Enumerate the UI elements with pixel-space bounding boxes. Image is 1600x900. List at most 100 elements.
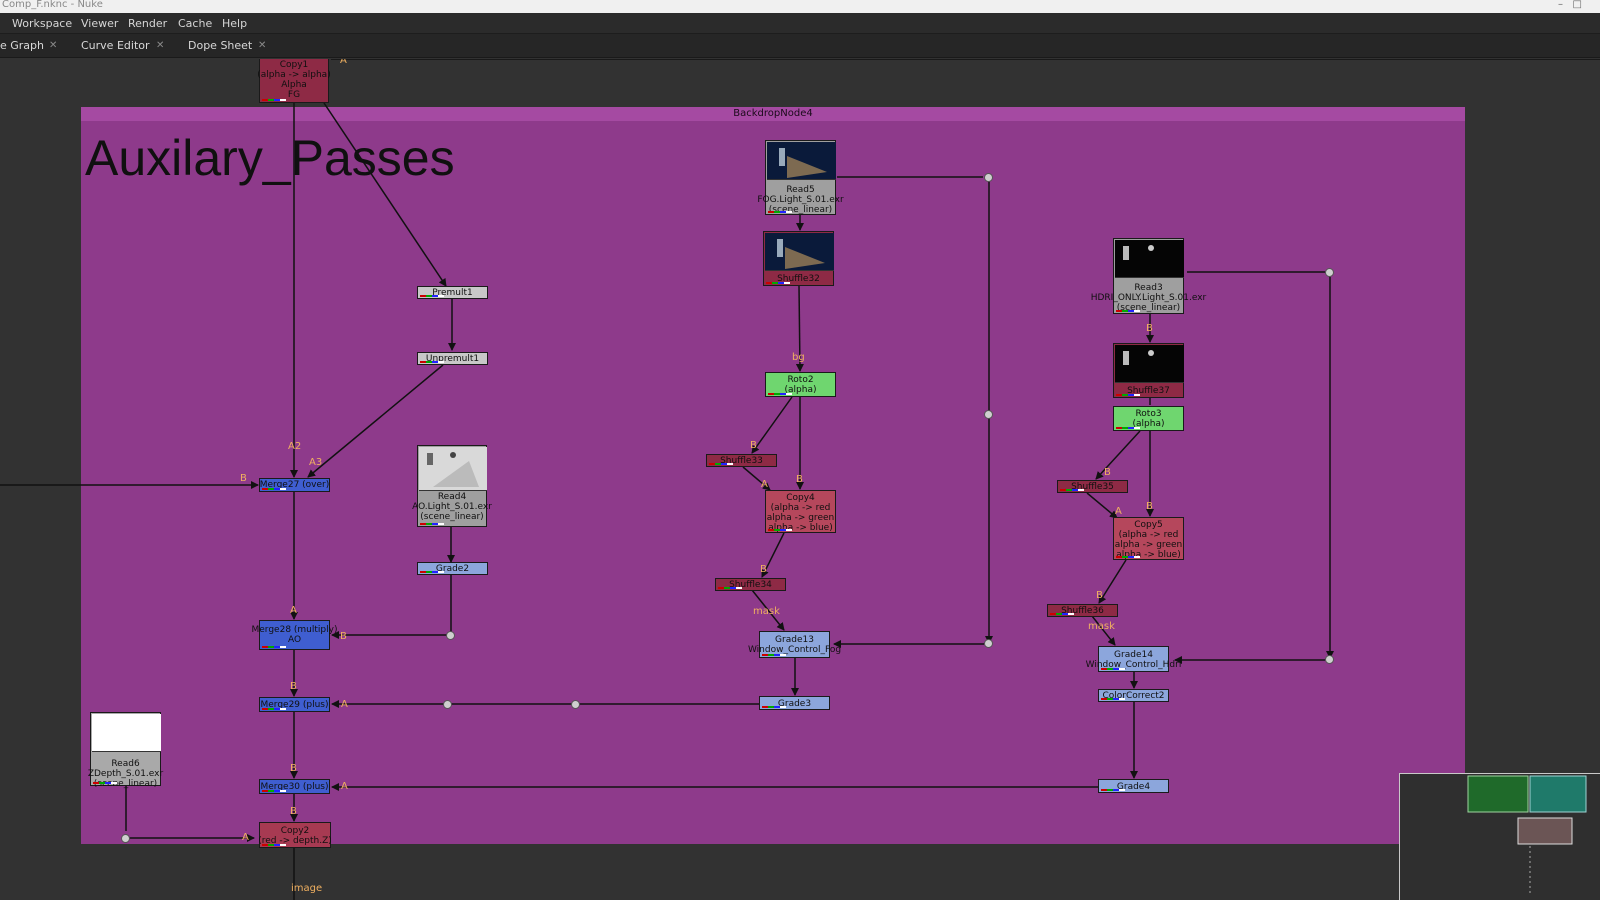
edge-label: B xyxy=(290,763,297,774)
tab-dope-sheet[interactable]: Dope Sheet ✕ xyxy=(188,38,273,56)
menu-render[interactable]: Render xyxy=(128,17,168,30)
backdrop-label: Auxilary_Passes xyxy=(85,130,455,186)
node-shuffle37-label: Shuffle37 xyxy=(1127,386,1170,396)
wire-roto2-shuffle33 xyxy=(751,396,793,454)
edge-label: B xyxy=(760,564,767,575)
dot-node[interactable] xyxy=(984,173,993,182)
node-read3[interactable]: Read3 HDRI_ONLY.Light_S.01.exr (scene_li… xyxy=(1091,238,1206,314)
tab-curve-editor[interactable]: Curve Editor ✕ xyxy=(81,38,171,56)
node-shuffle35[interactable]: Shuffle35 xyxy=(1057,480,1128,493)
node-merge30[interactable]: Merge30 (plus) xyxy=(259,779,330,794)
node-grade14[interactable]: Grade14 Window_Control_Hdri xyxy=(1086,646,1181,672)
node-unpremult1-label: Unpremult1 xyxy=(425,354,480,364)
node-read6[interactable]: Read6 ZDepth_S.01.exr (scene_linear) xyxy=(88,712,163,789)
node-grade4-label: Grade4 xyxy=(1116,782,1151,792)
edge-label: A xyxy=(1115,506,1122,517)
node-copy1-label: Copy1 (alpha -> alpha) Alpha FG xyxy=(257,60,331,100)
node-shuffle33-label: Shuffle33 xyxy=(720,456,763,466)
node-merge27[interactable]: Merge27 (over) xyxy=(259,478,330,492)
node-graph-canvas[interactable]: BackdropNode4 Auxilary_Passes xyxy=(0,59,1600,900)
edge-label: bg xyxy=(792,352,805,363)
node-merge29-label: Merge29 (plus) xyxy=(260,700,329,710)
node-copy5[interactable]: Copy5 (alpha -> red alpha -> green alpha… xyxy=(1113,517,1184,560)
shuffle32-thumbnail xyxy=(765,233,834,271)
wire-copy5-shuffle36 xyxy=(1098,559,1127,604)
node-copy2[interactable]: Copy2 (red -> depth.Z) xyxy=(258,822,332,848)
read6-thumbnail xyxy=(92,714,161,752)
close-icon[interactable]: ✕ xyxy=(258,40,267,51)
node-copy1[interactable]: Copy1 (alpha -> alpha) Alpha FG xyxy=(257,59,331,103)
edge-label: B xyxy=(1146,501,1153,512)
node-read5[interactable]: Read5 FOG.Light_S.01.exr (scene_linear) xyxy=(757,140,844,215)
dot-node[interactable] xyxy=(1325,655,1334,664)
read5-thumbnail xyxy=(767,142,836,180)
read4-thumbnail xyxy=(419,447,487,491)
dot-node[interactable] xyxy=(443,700,452,709)
tab-node-graph[interactable]: e Graph ✕ xyxy=(0,38,64,56)
node-premult1-label: Premult1 xyxy=(432,288,473,298)
wire-shuffle33-copy4 xyxy=(742,466,771,491)
node-copy4-label: Copy4 (alpha -> red alpha -> green alpha… xyxy=(766,493,835,533)
close-icon[interactable]: ✕ xyxy=(49,40,58,51)
menu-workspace[interactable]: Workspace xyxy=(12,17,73,30)
node-grade2-label: Grade2 xyxy=(435,564,470,574)
edge-label: A xyxy=(340,59,347,66)
node-graph-minimap[interactable] xyxy=(1399,773,1600,900)
node-grade14-label: Grade14 Window_Control_Hdri xyxy=(1085,650,1182,670)
wire-copy1-premult1 xyxy=(323,102,447,287)
window-controls[interactable]: – □ xyxy=(1558,0,1582,10)
edge-label: A xyxy=(290,605,297,616)
node-read3-label: Read3 HDRI_ONLY.Light_S.01.exr (scene_li… xyxy=(1090,283,1207,313)
menu-help[interactable]: Help xyxy=(222,17,248,30)
node-roto3[interactable]: Roto3 (alpha) xyxy=(1113,406,1184,431)
node-read4[interactable]: Read4 AO.Light_S.01.exr (scene_linear) xyxy=(412,445,492,527)
node-shuffle37[interactable]: Shuffle37 xyxy=(1113,343,1184,398)
menu-viewer[interactable]: Viewer xyxy=(81,17,119,30)
node-colorcorrect2[interactable]: ColorCorrect2 xyxy=(1098,689,1169,702)
node-shuffle36[interactable]: Shuffle36 xyxy=(1047,604,1118,617)
edge-label: B xyxy=(340,631,347,642)
node-shuffle36-label: Shuffle36 xyxy=(1061,606,1104,616)
minimap-overview xyxy=(1467,775,1587,894)
node-merge28-label: Merge28 (multiply) AO xyxy=(251,625,338,645)
edge-label: B xyxy=(290,806,297,817)
node-merge28[interactable]: Merge28 (multiply) AO xyxy=(252,620,337,650)
wire-unpremult-merge27 xyxy=(307,364,444,478)
node-shuffle33[interactable]: Shuffle33 xyxy=(706,454,777,467)
edge-label: A xyxy=(761,479,768,490)
node-shuffle32-label: Shuffle32 xyxy=(777,274,820,284)
dot-node[interactable] xyxy=(984,410,993,419)
node-merge29[interactable]: Merge29 (plus) xyxy=(259,697,330,712)
node-shuffle34[interactable]: Shuffle34 xyxy=(715,578,786,591)
dot-node[interactable] xyxy=(121,834,130,843)
dot-node[interactable] xyxy=(446,631,455,640)
node-roto2-label: Roto2 (alpha) xyxy=(784,375,817,395)
node-premult1[interactable]: Premult1 xyxy=(417,286,488,299)
node-connections xyxy=(0,59,1600,900)
node-shuffle32[interactable]: Shuffle32 xyxy=(763,231,834,286)
dot-node[interactable] xyxy=(571,700,580,709)
node-merge27-label: Merge27 (over) xyxy=(259,480,330,490)
node-read4-label: Read4 AO.Light_S.01.exr (scene_linear) xyxy=(412,492,492,522)
edge-label: B xyxy=(290,681,297,692)
edge-label: A xyxy=(341,699,348,710)
backdrop-title[interactable]: BackdropNode4 xyxy=(81,107,1465,121)
node-shuffle34-label: Shuffle34 xyxy=(729,580,772,590)
node-grade2[interactable]: Grade2 xyxy=(417,562,488,575)
dot-node[interactable] xyxy=(1325,268,1334,277)
node-roto2[interactable]: Roto2 (alpha) xyxy=(765,372,836,397)
menu-cache[interactable]: Cache xyxy=(178,17,213,30)
close-icon[interactable]: ✕ xyxy=(156,40,165,51)
dot-node[interactable] xyxy=(984,639,993,648)
panel-tab-bar: e Graph ✕ Curve Editor ✕ Dope Sheet ✕ xyxy=(0,34,1600,58)
node-read6-label: Read6 ZDepth_S.01.exr (scene_linear) xyxy=(87,759,164,789)
wire-shuffle35-copy5 xyxy=(1086,492,1118,519)
node-grade13-label: Grade13 Window_Control_Fog xyxy=(747,635,842,655)
edge-label: B xyxy=(1104,467,1111,478)
node-unpremult1[interactable]: Unpremult1 xyxy=(417,352,488,365)
node-grade3[interactable]: Grade3 xyxy=(759,696,830,710)
node-grade4[interactable]: Grade4 xyxy=(1098,779,1169,793)
node-grade13[interactable]: Grade13 Window_Control_Fog xyxy=(748,631,841,658)
wire-copy4-shuffle34 xyxy=(761,532,785,578)
node-copy4[interactable]: Copy4 (alpha -> red alpha -> green alpha… xyxy=(765,490,836,533)
